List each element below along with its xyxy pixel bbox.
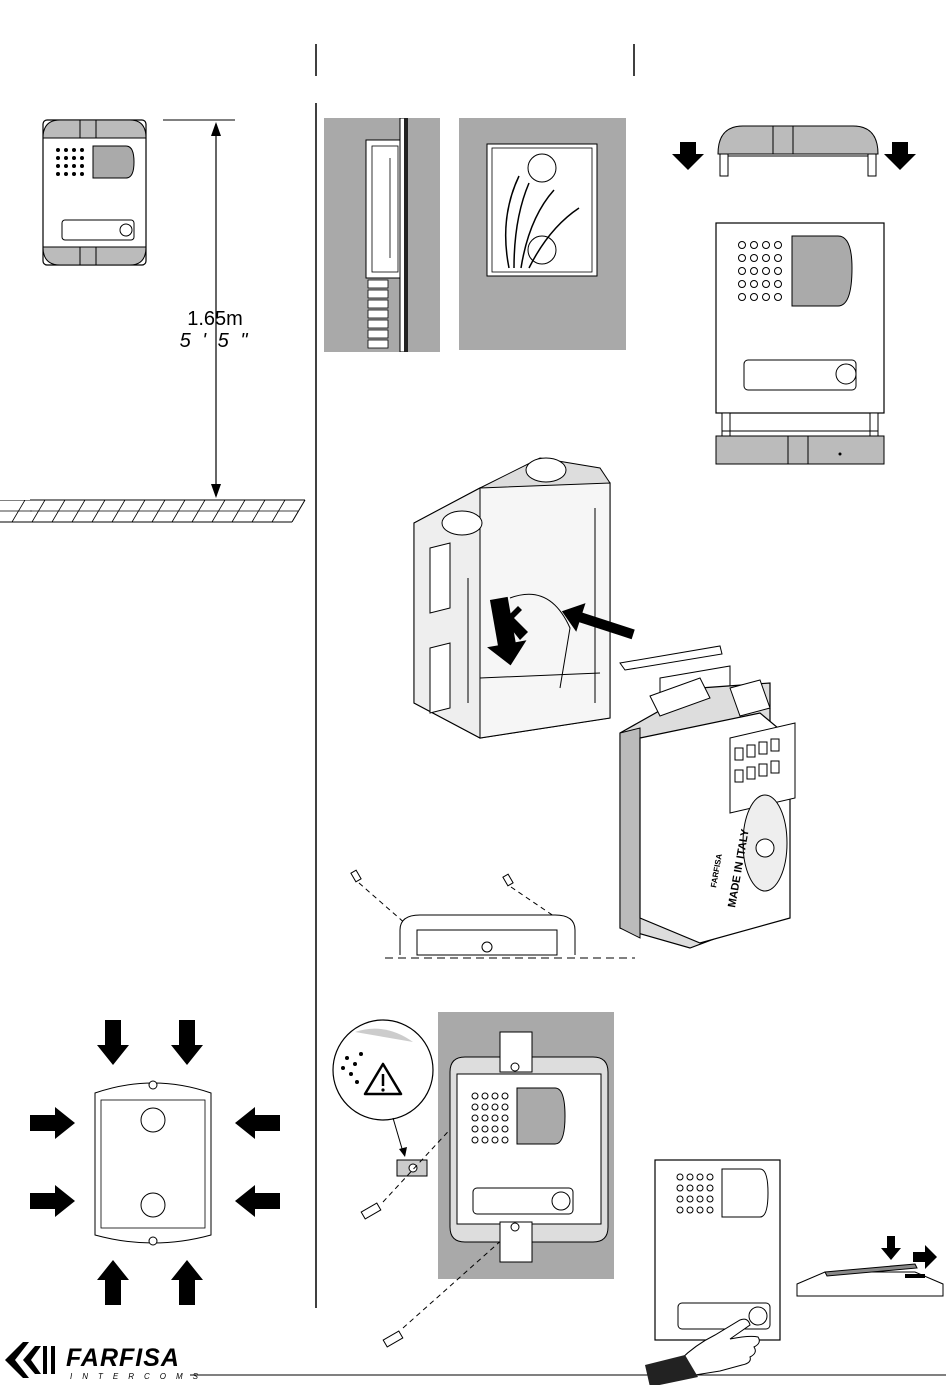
label-slide [795,1232,947,1304]
frame-assembly [668,118,928,468]
flush-box-3d [414,458,638,738]
farfisa-logo-icon [5,1338,65,1382]
floor-hatch [30,500,305,522]
height-metric: 1.65m [155,308,275,330]
audio-module-3d: MADE IN ITALY FARFISA [620,678,795,948]
footer-brand: FARFISA [66,1344,180,1373]
height-label: 1.65m 5 ' 5 " [155,308,275,352]
height-imperial: 5 ' 5 " [155,330,275,352]
wall-box-front [459,118,626,350]
small-door-panel [43,120,146,265]
press-button [640,1155,790,1385]
cover-screws [345,865,645,965]
wall-section-side [324,118,440,352]
final-mount [325,1012,615,1362]
box-pressure-arrows [25,1015,295,1310]
footer-subtitle: INTERCOMS [70,1372,208,1381]
floor-hatch-left [0,500,32,524]
